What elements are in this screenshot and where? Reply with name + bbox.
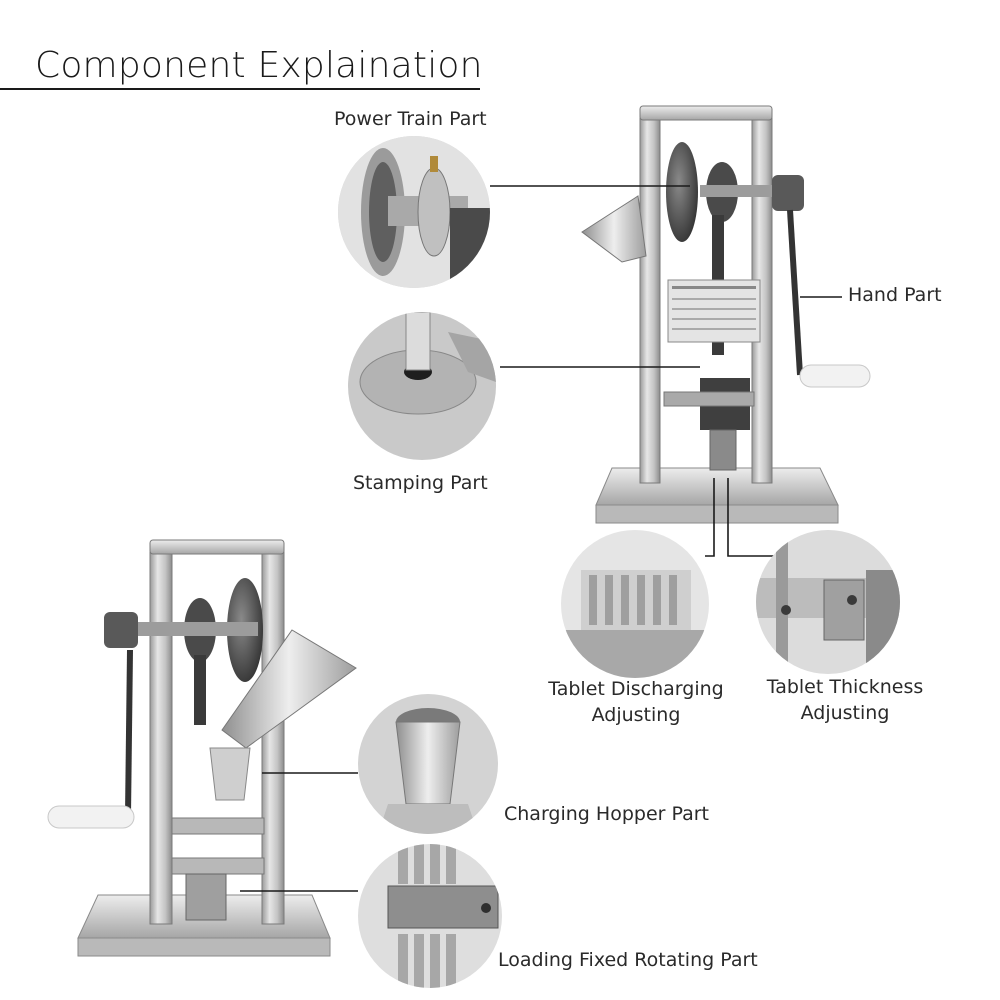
title-underline [0,88,480,90]
label-hand: Hand Part [848,284,942,306]
label-power-train: Power Train Part [334,108,487,130]
label-tablet-discharging-line1: Tablet Discharging [548,678,724,700]
detail-circle-power-train [338,136,490,288]
detail-circle-stamping [348,312,496,460]
detail-circle-discharging [561,530,709,678]
detail-circle-charging-hopper [358,694,498,834]
label-stamping: Stamping Part [353,472,488,494]
label-loading-fixed: Loading Fixed Rotating Part [498,949,758,971]
tablet-press-machine-bottom [47,539,357,957]
tablet-press-machine-top [581,105,871,524]
label-tablet-discharging-line2: Adjusting [591,704,681,726]
label-tablet-discharging: Tablet Discharging Adjusting [536,676,736,728]
leader-discharging [705,478,715,557]
detail-circle-thickness [756,530,900,674]
label-tablet-thickness: Tablet Thickness Adjusting [752,674,938,726]
label-tablet-thickness-line2: Adjusting [800,702,890,724]
leader-lines [240,185,842,892]
detail-circle-loading-fixed [358,844,502,988]
leader-thickness [727,478,775,557]
label-charging-hopper: Charging Hopper Part [504,803,709,825]
label-tablet-thickness-line1: Tablet Thickness [766,676,924,698]
page-title: Component Explaination [35,45,483,86]
